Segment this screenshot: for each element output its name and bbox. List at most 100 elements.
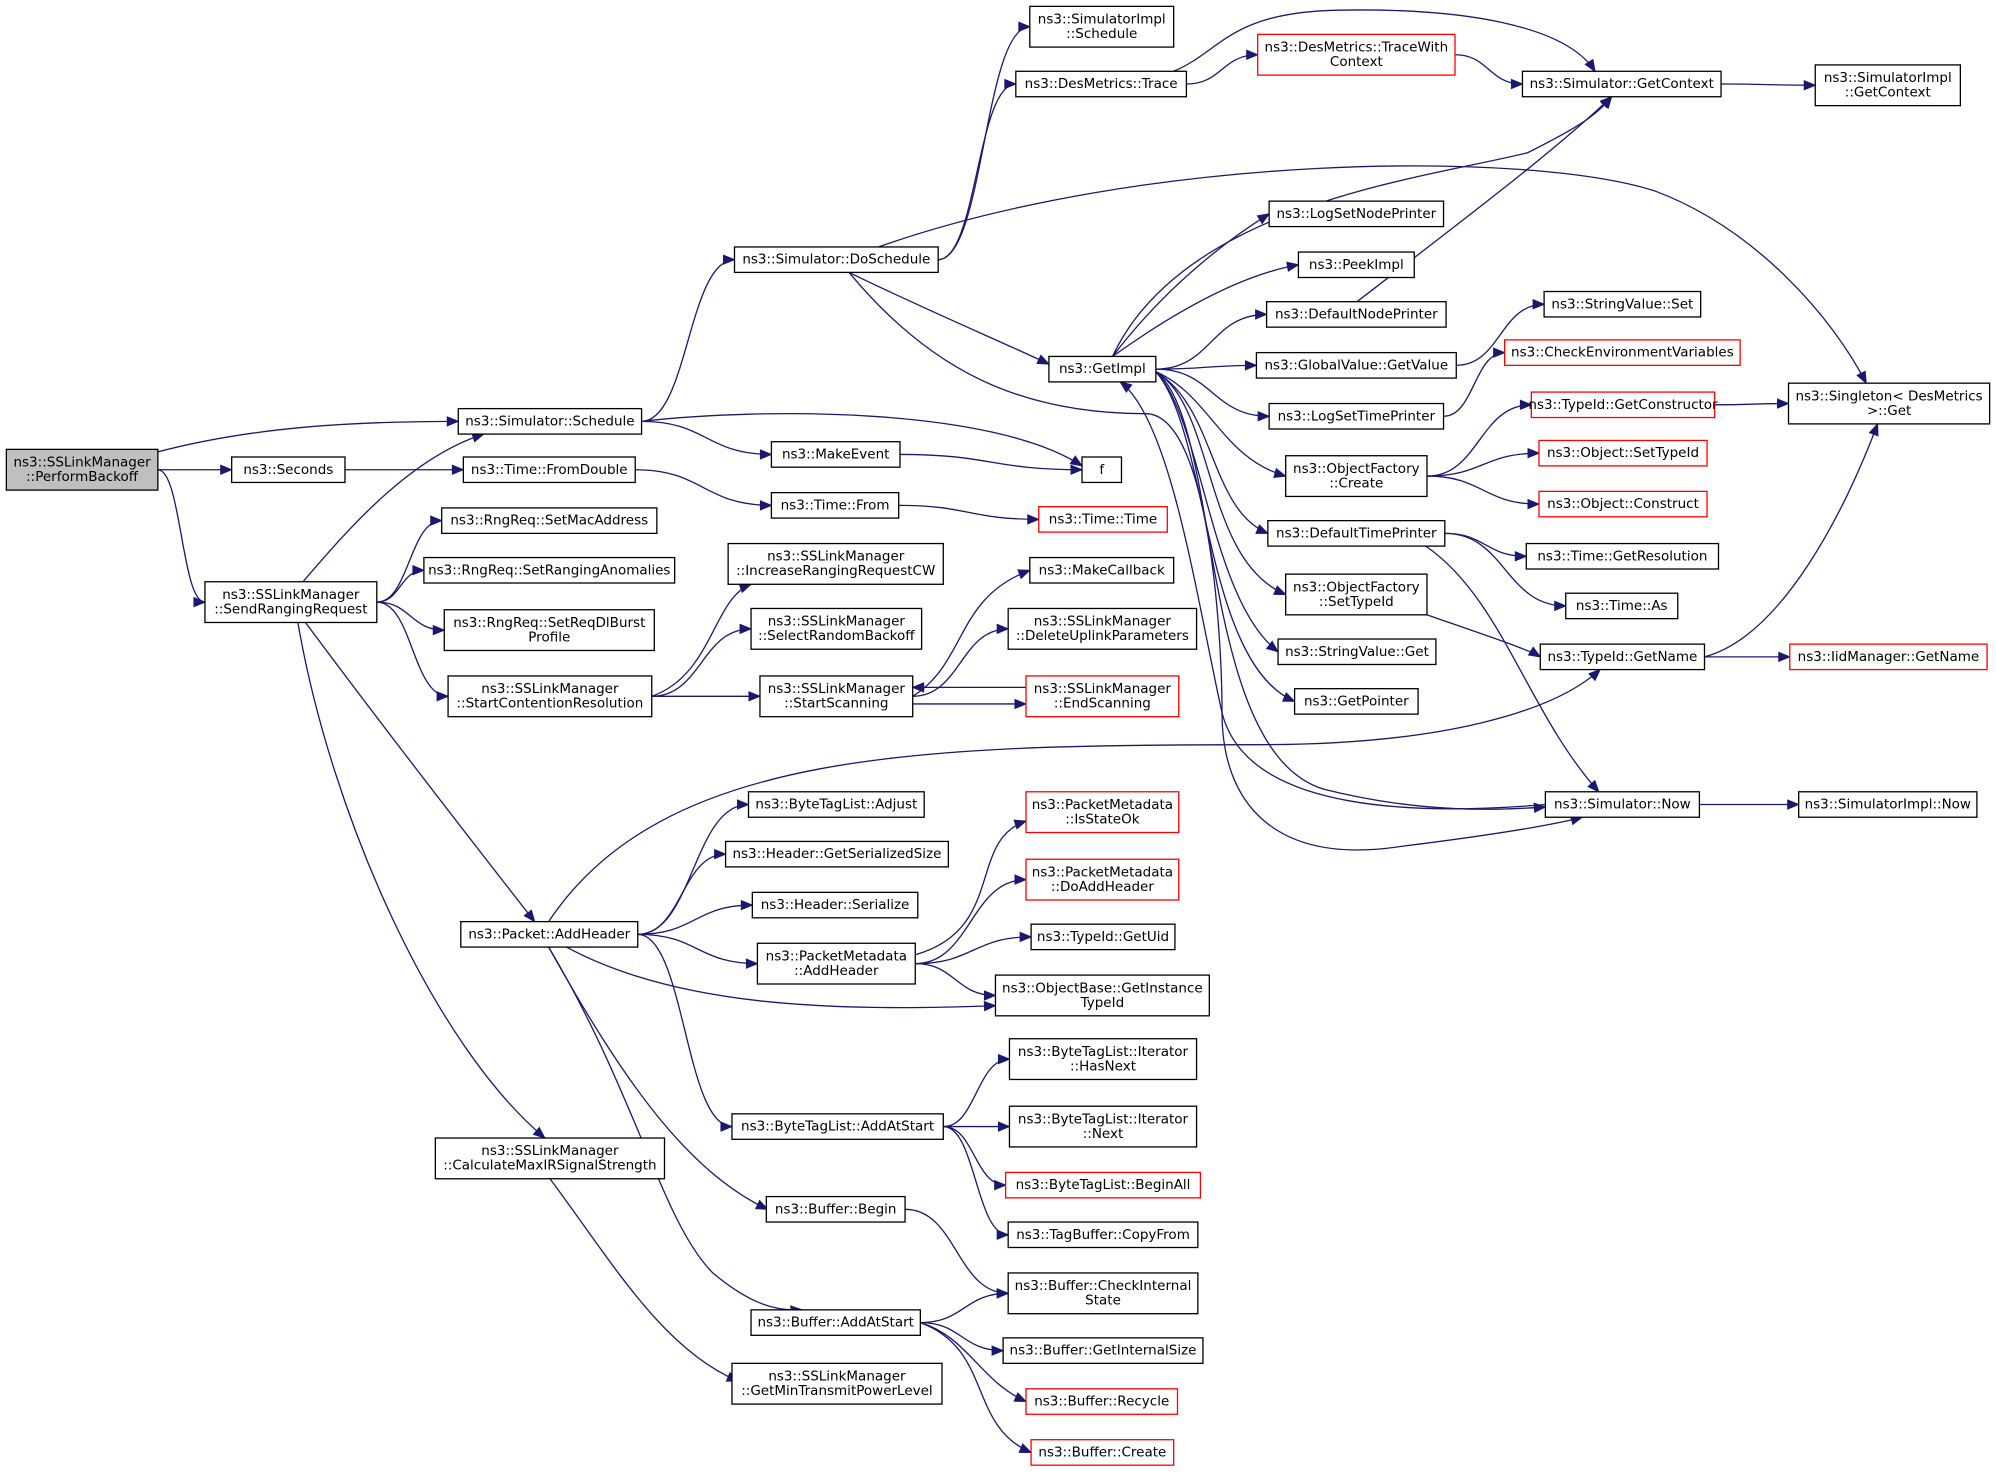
node-recycle[interactable]: ns3::Buffer::Recycle xyxy=(1025,1388,1179,1415)
node-startcr[interactable]: ns3::SSLinkManager::StartContentionResol… xyxy=(447,675,653,718)
node-ithasnext[interactable]: ns3::ByteTagList::Iterator::HasNext xyxy=(1008,1038,1198,1081)
node-calcmax[interactable]: ns3::SSLinkManager::CalculateMaxIRSignal… xyxy=(434,1137,666,1180)
node-logsettime[interactable]: ns3::LogSetTimePrinter xyxy=(1268,402,1445,430)
edge-getimpl-to-logsettime xyxy=(1155,368,1270,417)
node-box xyxy=(994,974,1210,1017)
node-setranging[interactable]: ns3::RngReq::SetRangingAnomalies xyxy=(423,556,676,584)
node-timetime[interactable]: ns3::Time::Time xyxy=(1038,505,1168,533)
node-simimplnow[interactable]: ns3::SimulatorImpl::Now xyxy=(1798,791,1978,818)
node-addheader[interactable]: ns3::Packet::AddHeader xyxy=(460,920,639,948)
node-label-line: ::SendRangingRequest xyxy=(214,601,367,617)
node-getimpl[interactable]: ns3::GetImpl xyxy=(1048,355,1157,383)
node-delulparams[interactable]: ns3::SSLinkManager::DeleteUplinkParamete… xyxy=(1007,607,1198,650)
node-label-line: ns3::RngReq::SetMacAddress xyxy=(450,513,648,529)
node-makecallback[interactable]: ns3::MakeCallback xyxy=(1029,556,1175,584)
arrowhead-addheader-to-hdrsize xyxy=(714,848,727,860)
edge-ofcreate-to-objconstruct xyxy=(1426,475,1540,505)
arrowhead-pmaddheader-to-getinsttype xyxy=(983,990,997,1001)
node-label-line: ns3::Buffer::GetInternalSize xyxy=(1010,1343,1197,1359)
node-label-line: ns3::Time::From xyxy=(781,497,890,513)
node-copyfrom[interactable]: ns3::TagBuffer::CopyFrom xyxy=(1007,1221,1199,1249)
node-f[interactable]: f xyxy=(1081,456,1123,484)
node-startscan[interactable]: ns3::SSLinkManager::StartScanning xyxy=(759,675,914,718)
node-getconstructor[interactable]: ns3::TypeId::GetConstructor xyxy=(1528,391,1718,419)
arrowhead-getimpl-to-deftimeprinter xyxy=(1255,524,1270,534)
node-simimplsched[interactable]: ns3::SimulatorImpl::Schedule xyxy=(1029,5,1175,48)
node-label-line: ns3::ByteTagList::Iterator xyxy=(1018,1044,1189,1060)
node-label-line: ns3::Buffer::AddAtStart xyxy=(757,1315,914,1331)
node-pmaddheader[interactable]: ns3::PacketMetadata::AddHeader xyxy=(756,942,916,985)
node-defnodeprinter[interactable]: ns3::DefaultNodePrinter xyxy=(1265,301,1447,328)
node-desmtrace[interactable]: ns3::DesMetrics::Trace xyxy=(1015,70,1188,98)
node-objsettypeid[interactable]: ns3::Object::SetTypeId xyxy=(1538,439,1708,467)
edge-makeevent-to-f xyxy=(899,453,1083,471)
node-objconstruct[interactable]: ns3::Object::Construct xyxy=(1538,490,1708,518)
arrowhead-desmtrace-to-simgetcontext xyxy=(1584,58,1596,73)
node-timefrom[interactable]: ns3::Time::From xyxy=(770,491,900,519)
node-incrcw[interactable]: ns3::SSLinkManager::IncreaseRangingReque… xyxy=(727,542,944,585)
node-box xyxy=(1543,290,1702,318)
node-getpointer[interactable]: ns3::GetPointer xyxy=(1293,688,1419,715)
node-logsetnode[interactable]: ns3::LogSetNodePrinter xyxy=(1268,200,1445,228)
node-peekimpl[interactable]: ns3::PeekImpl xyxy=(1297,251,1415,279)
node-doschedule[interactable]: ns3::Simulator::DoSchedule xyxy=(733,246,939,274)
node-btladjust[interactable]: ns3::ByteTagList::Adjust xyxy=(747,791,925,818)
node-getuid[interactable]: ns3::TypeId::GetUid xyxy=(1030,923,1176,951)
node-root[interactable]: ns3::SSLinkManager::PerformBackoff xyxy=(5,448,159,491)
node-checkenv[interactable]: ns3::CheckEnvironmentVariables xyxy=(1503,339,1741,366)
node-typeidgetname[interactable]: ns3::TypeId::GetName xyxy=(1539,643,1706,671)
node-box xyxy=(5,448,159,491)
arrowhead-pmaddheader-to-pmdoaddheader xyxy=(1014,874,1028,885)
node-deftimeprinter[interactable]: ns3::DefaultTimePrinter xyxy=(1267,519,1446,547)
arrowhead-endscan-to-startscan xyxy=(911,682,925,693)
node-singletonget[interactable]: ns3::Singleton< DesMetrics >::Get xyxy=(1787,382,1991,425)
node-schedule[interactable]: ns3::Simulator::Schedule xyxy=(457,407,643,435)
node-label-line: ::IncreaseRangingRequestCW xyxy=(736,563,935,579)
node-pmdoaddheader[interactable]: ns3::PacketMetadata::DoAddHeader xyxy=(1025,858,1180,901)
node-btladdatstart[interactable]: ns3::ByteTagList::AddAtStart xyxy=(731,1113,944,1140)
arrowhead-gvgetvalue-to-svset xyxy=(1532,298,1546,310)
node-bufcreate[interactable]: ns3::Buffer::Create xyxy=(1030,1439,1175,1466)
node-svset[interactable]: ns3::StringValue::Set xyxy=(1543,290,1702,318)
node-label-line: ns3::IidManager::GetName xyxy=(1798,649,1980,665)
node-makeevent[interactable]: ns3::MakeEvent xyxy=(770,441,901,468)
node-getinternalsize[interactable]: ns3::Buffer::GetInternalSize xyxy=(1002,1337,1204,1364)
node-selectbackoff[interactable]: ns3::SSLinkManager::SelectRandomBackoff xyxy=(750,607,923,650)
node-getresolution[interactable]: ns3::Time::GetResolution xyxy=(1525,542,1720,570)
node-pmisstateok[interactable]: ns3::PacketMetadata::IsStateOk xyxy=(1025,791,1180,834)
node-bufaddatstart[interactable]: ns3::Buffer::AddAtStart xyxy=(750,1309,921,1336)
node-hdrsize[interactable]: ns3::Header::GetSerializedSize xyxy=(724,840,950,868)
node-endscan[interactable]: ns3::SSLinkManager::EndScanning xyxy=(1025,675,1180,718)
node-getmintx[interactable]: ns3::SSLinkManager::GetMinTransmitPowerL… xyxy=(731,1362,943,1405)
node-sendrr[interactable]: ns3::SSLinkManager::SendRangingRequest xyxy=(204,581,378,624)
node-iidgetname[interactable]: ns3::IidManager::GetName xyxy=(1789,643,1988,671)
node-itnext[interactable]: ns3::ByteTagList::Iterator::Next xyxy=(1008,1105,1198,1148)
node-simimplgetcontext[interactable]: ns3::SimulatorImpl::GetContext xyxy=(1814,64,1962,107)
node-gvgetvalue[interactable]: ns3::GlobalValue::GetValue xyxy=(1255,351,1457,379)
node-ofcreate[interactable]: ns3::ObjectFactory::Create xyxy=(1285,455,1428,498)
node-label-line: ns3::SSLinkManager xyxy=(481,681,619,697)
edge-pmaddheader-to-pmisstateok xyxy=(915,820,1027,956)
node-timeas[interactable]: ns3::Time::As xyxy=(1565,592,1679,620)
node-beginall[interactable]: ns3::ByteTagList::BeginAll xyxy=(1004,1171,1202,1199)
arrowhead-btladdatstart-to-ithasnext xyxy=(997,1053,1011,1065)
node-box xyxy=(1789,643,1988,671)
node-label-line: Context xyxy=(1330,54,1383,70)
node-label-line: ns3::SSLinkManager xyxy=(1034,681,1172,697)
node-ofsettypeid[interactable]: ns3::ObjectFactory::SetTypeId xyxy=(1285,573,1428,616)
node-seconds[interactable]: ns3::Seconds xyxy=(231,456,346,484)
node-setmac[interactable]: ns3::RngReq::SetMacAddress xyxy=(441,507,658,535)
node-label-line: ns3::Singleton< DesMetrics xyxy=(1795,388,1982,404)
node-simgetcontext[interactable]: ns3::Simulator::GetContext xyxy=(1521,70,1722,98)
node-box xyxy=(1268,200,1445,228)
node-simnow[interactable]: ns3::Simulator::Now xyxy=(1544,791,1701,818)
node-svget[interactable]: ns3::StringValue::Get xyxy=(1277,638,1437,666)
node-bufbegin[interactable]: ns3::Buffer::Begin xyxy=(765,1195,906,1223)
node-fromdouble[interactable]: ns3::Time::FromDouble xyxy=(462,456,636,484)
node-hdrser[interactable]: ns3::Header::Serialize xyxy=(751,891,919,919)
arrowhead-typeidgetname-to-singletonget xyxy=(1868,422,1879,437)
